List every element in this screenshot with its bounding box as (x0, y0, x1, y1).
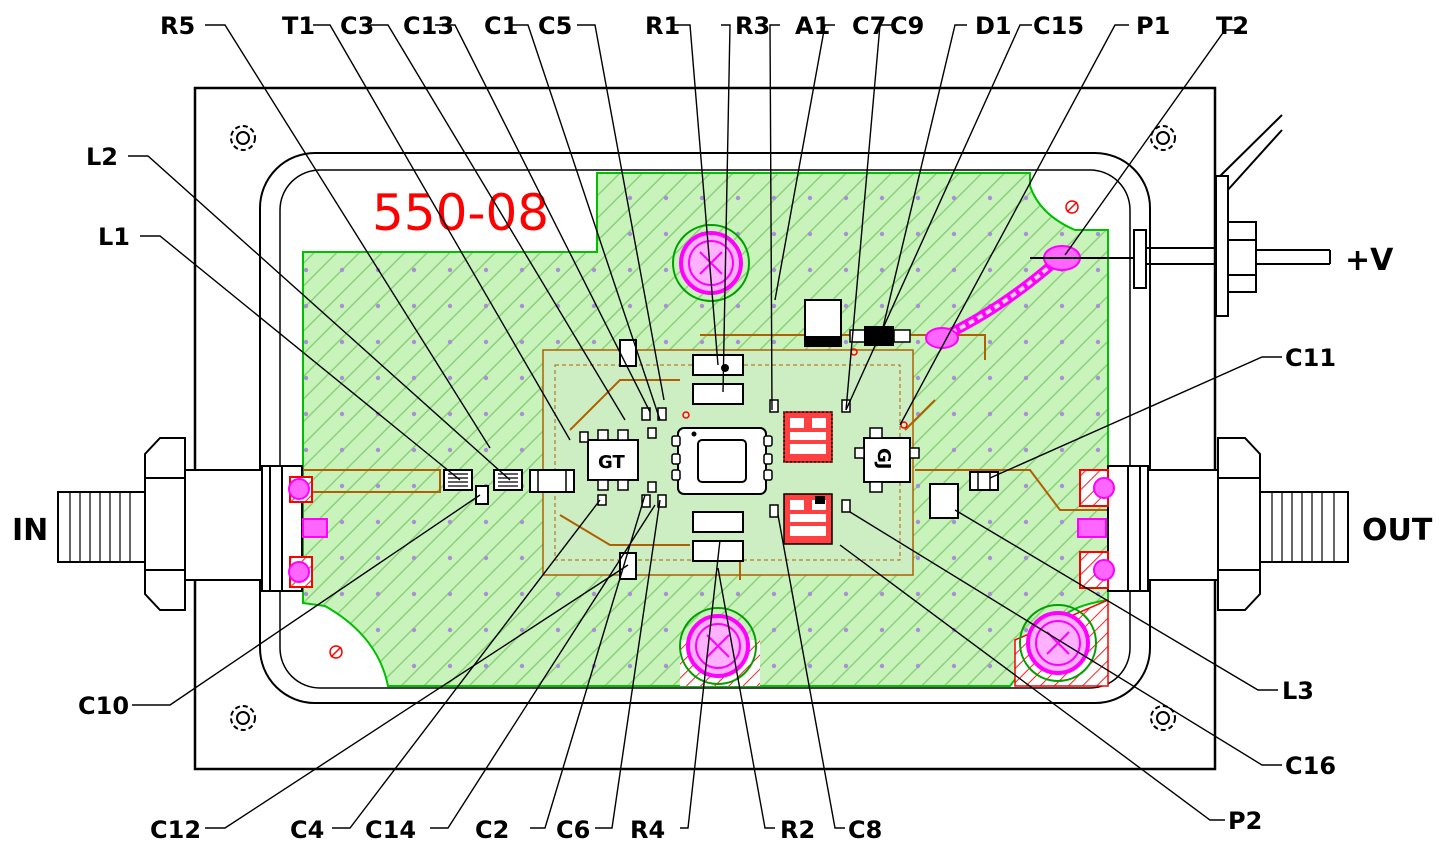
amplifier-a1 (671, 427, 773, 495)
component-c11 (969, 471, 999, 491)
callout-right: P2 (1228, 807, 1262, 835)
component-l3 (929, 483, 959, 519)
input-connector (57, 437, 303, 611)
callout-bottom: C8 (848, 816, 882, 844)
callout-bottom: C4 (290, 816, 324, 844)
callout-top: D1 (975, 12, 1012, 40)
callout-top: T1 (282, 12, 315, 40)
resistors-bottom (692, 511, 744, 562)
enclosure-cavity-inner (279, 169, 1131, 689)
callout-left: L2 (86, 143, 118, 171)
component-p2 (783, 493, 833, 545)
component-inductor-l2 (493, 469, 523, 491)
component-c7 (804, 299, 842, 347)
component-inductor-l1 (443, 469, 473, 491)
input-pads (288, 476, 328, 588)
callout-bottom: R2 (780, 816, 815, 844)
screw-hole-top (672, 224, 750, 302)
callout-bottom: C12 (150, 816, 201, 844)
output-port-label: OUT (1362, 513, 1433, 548)
callouts-right: C11 L3 C16 P2 (1228, 344, 1336, 835)
fiducial-markers (329, 200, 1079, 659)
component-c10 (475, 485, 489, 505)
callout-top: C5 (538, 12, 572, 40)
supply-label: +V (1345, 243, 1394, 278)
callout-right: C11 (1285, 344, 1336, 372)
callout-bottom: C2 (475, 816, 509, 844)
chip-left-marking: GT (598, 452, 625, 473)
component-t1 (529, 469, 575, 493)
callout-left: L1 (98, 223, 130, 251)
callout-right: C16 (1285, 752, 1336, 780)
callout-top: C1 (484, 12, 518, 40)
callout-top: C7 (852, 12, 886, 40)
callout-bottom: C6 (556, 816, 590, 844)
callout-top: P1 (1136, 12, 1170, 40)
callout-bottom: R4 (630, 816, 665, 844)
screw-hole-bottom-right (1019, 604, 1097, 682)
component-p1 (783, 411, 833, 463)
transistor-gt (587, 429, 639, 491)
callout-top: A1 (795, 12, 830, 40)
callout-leaders (128, 24, 1282, 829)
component-c3 (619, 339, 637, 367)
callout-top: C9 (890, 12, 924, 40)
callouts-bottom: C10 C12 C4 C14 C2 C6 R4 R2 C8 (78, 692, 882, 844)
callout-top: C3 (340, 12, 374, 40)
enclosure-cavity-outer (259, 152, 1151, 704)
supply-feedthrough (1133, 114, 1331, 317)
callout-top: C13 (403, 12, 454, 40)
output-pads (1077, 469, 1115, 589)
callout-right: L3 (1282, 677, 1314, 705)
transistor-gj (854, 427, 920, 493)
callout-bottom: C14 (365, 816, 416, 844)
callout-top: R5 (160, 12, 195, 40)
callout-top: R3 (735, 12, 770, 40)
callouts-top: R5 T1 C3 C13 C1 C5 R1 R3 A1 C7 C9 D1 C15… (160, 12, 1249, 40)
callout-top: C15 (1033, 12, 1084, 40)
pcb-traces (303, 334, 1108, 580)
callouts-left: L2 L1 (86, 143, 130, 251)
supply-wire (925, 245, 1134, 349)
chip-right-marking: GJ (873, 448, 894, 469)
screw-hole-bottom-center (679, 607, 757, 685)
input-port-label: IN (12, 513, 48, 548)
callout-top: R1 (645, 12, 680, 40)
part-number-label: 550-08 (372, 184, 549, 242)
callout-top: T2 (1216, 12, 1249, 40)
callout-bottom: C10 (78, 692, 129, 720)
